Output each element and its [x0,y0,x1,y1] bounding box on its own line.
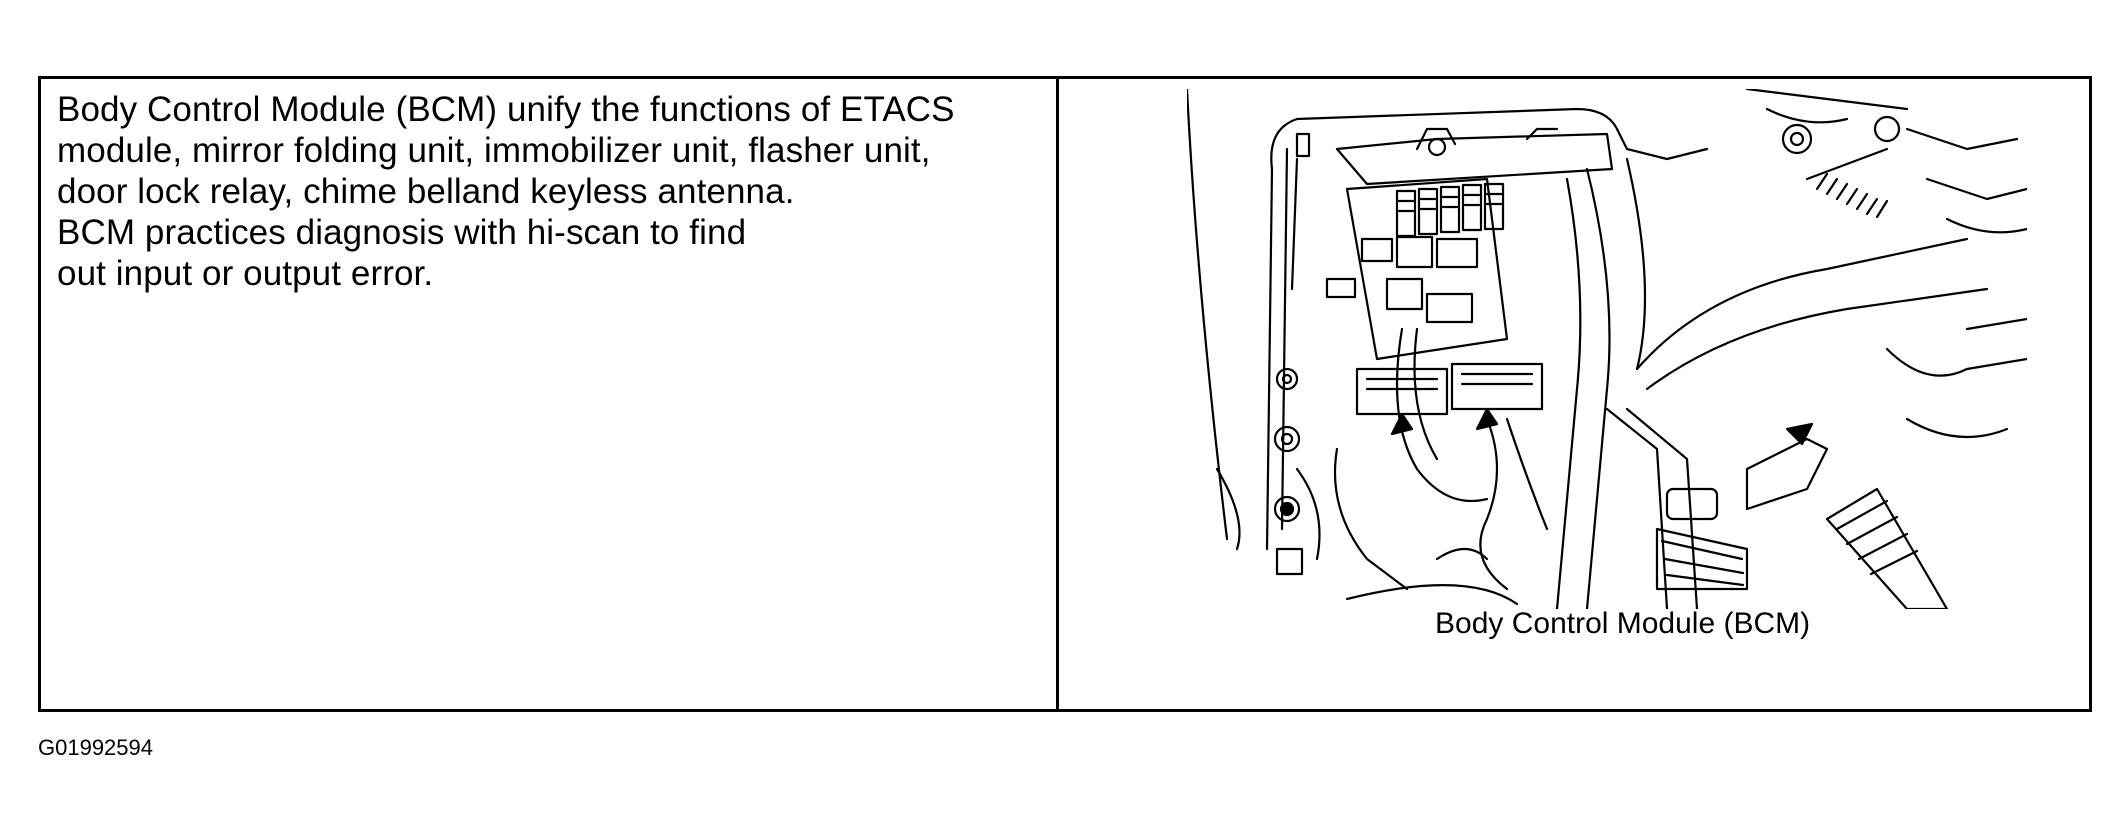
bcm-location-drawing-icon [1187,89,2027,609]
description-line: BCM practices diagnosis with hi-scan to … [57,213,747,252]
description-cell: Body Control Module (BCM) unify the func… [41,79,1059,709]
content-table: Body Control Module (BCM) unify the func… [38,76,2092,712]
description-line: door lock relay, chime belland keyless a… [57,172,795,211]
description-text: Body Control Module (BCM) unify the func… [57,89,1040,294]
description-line: out input or output error. [57,254,434,293]
figure-id-label: G01992594 [38,735,153,760]
description-line: module, mirror folding unit, immobilizer… [57,131,931,170]
figure-caption: Body Control Module (BCM) [1435,607,1811,640]
illustration-cell: Body Control Module (BCM) [1059,79,2089,709]
description-line: Body Control Module (BCM) unify the func… [57,90,955,129]
fuse-row [1395,182,1505,238]
